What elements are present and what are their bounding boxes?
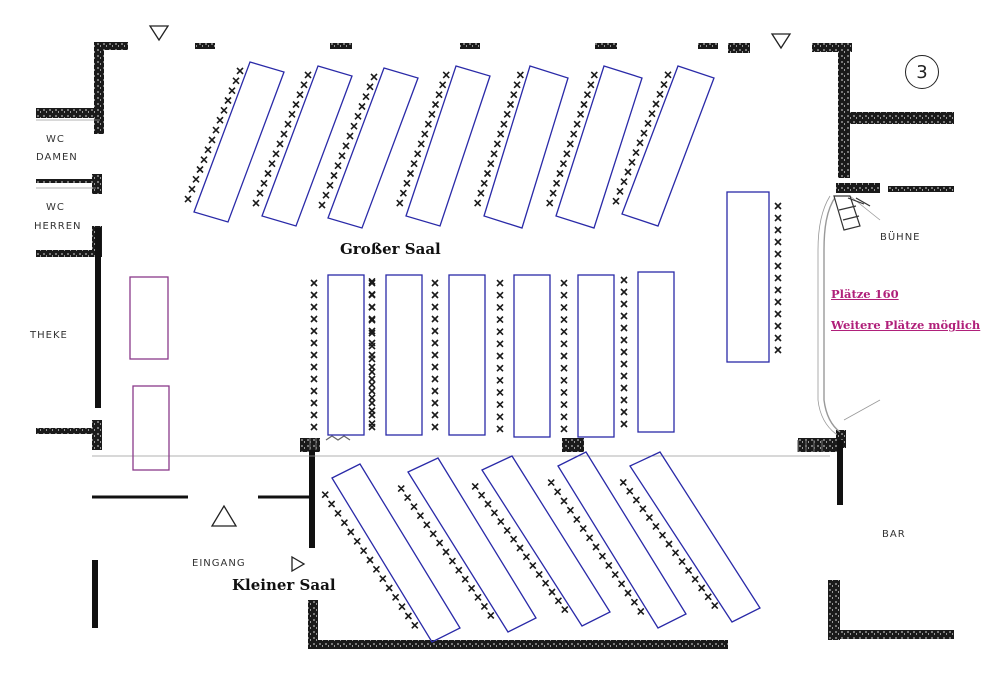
seat-row-top-1 <box>184 67 244 203</box>
bar-label: BAR <box>882 529 906 540</box>
table-bottom-1 <box>331 463 461 643</box>
wc-herren-label-1: WC <box>46 202 65 213</box>
arrow-right-icon <box>291 555 306 573</box>
wall-top-left <box>94 42 128 50</box>
table-top-5 <box>483 65 569 229</box>
wall-top-seg <box>595 43 617 49</box>
eingang-label: EINGANG <box>192 558 246 569</box>
seat-row-top-4 <box>396 71 450 207</box>
wall-wc-stub <box>92 174 102 194</box>
stage-edge-inner <box>817 195 837 435</box>
large-hall-title: Großer Saal <box>340 240 441 258</box>
table-middle-4 <box>513 274 551 438</box>
table-top-7 <box>621 65 715 227</box>
table-middle-2 <box>385 274 423 436</box>
seat-row-bottom-1 <box>321 491 419 629</box>
seat-row-bottom-4 <box>547 479 645 615</box>
wall-top-seg <box>330 43 352 49</box>
seat-row-top-6 <box>546 71 598 207</box>
table-bottom-4 <box>557 451 687 629</box>
seats <box>184 67 782 629</box>
walls <box>36 42 954 649</box>
seat-row-right <box>774 202 782 354</box>
wall-left-upper <box>94 42 104 134</box>
wall-right-shelf <box>838 112 954 124</box>
seat-row-middle-1 <box>310 279 318 431</box>
seat-row-top-5 <box>474 71 524 207</box>
theke-label: THEKE <box>30 330 68 341</box>
thick-lines <box>92 228 843 628</box>
wall-right-bottom2 <box>828 630 954 639</box>
wall-top-seg <box>698 43 718 49</box>
table-top-2 <box>261 65 353 227</box>
seat-row-bottom-2 <box>397 484 495 620</box>
wall-bottom <box>308 640 728 649</box>
seat-row-bottom-5 <box>619 478 719 610</box>
wall-theke-bottom <box>36 428 98 434</box>
table-top-3 <box>327 67 419 229</box>
seat-row-top-3 <box>318 73 378 209</box>
wall-right-stage-top2 <box>888 186 954 192</box>
wc-damen-label-1: WC <box>46 134 65 145</box>
table-bottom-5 <box>629 451 761 623</box>
seat-row-middle-extra <box>368 277 376 428</box>
table-middle-3 <box>448 274 486 436</box>
page-number-badge: 3 <box>905 55 939 89</box>
table-middle-5 <box>577 274 615 438</box>
wall-right-upper <box>838 43 850 178</box>
wall-right-bottom <box>828 580 840 640</box>
wall-bottom-left-post <box>308 600 318 646</box>
table-top-4 <box>405 65 491 227</box>
tables <box>193 61 770 643</box>
wall-wc-divider <box>36 179 100 183</box>
table-top-1 <box>193 61 285 223</box>
capacity-seats-link[interactable]: Plätze 160 <box>831 287 899 301</box>
buehne-label: BÜHNE <box>880 232 921 243</box>
seat-row-middle-3 <box>431 279 439 431</box>
direction-markers <box>148 25 792 573</box>
stage-edge <box>823 195 841 433</box>
wall-middle-stub3 <box>798 438 838 452</box>
seat-row-top-2 <box>252 71 312 207</box>
table-middle-6 <box>637 271 675 433</box>
wc-damen-label-2: DAMEN <box>36 152 78 163</box>
wall-middle-stub2 <box>562 438 584 452</box>
wall-top-right <box>812 43 852 52</box>
arrow-top-right-icon <box>770 33 792 50</box>
seat-row-middle-5 <box>560 279 568 433</box>
wall-top-seg <box>460 43 480 49</box>
seat-row-middle-4 <box>496 279 504 433</box>
table-bottom-3 <box>481 455 611 627</box>
wall-wc-damen-top <box>36 108 104 118</box>
wall-right-lower-post <box>836 430 846 448</box>
seat-row-bottom-3 <box>471 482 569 614</box>
entrance-triangle-icon <box>210 504 238 527</box>
stage-steps <box>833 195 871 231</box>
table-right <box>726 191 770 363</box>
table-bottom-2 <box>407 457 537 633</box>
wall-right-stage-top <box>836 183 880 193</box>
seat-row-middle-6 <box>620 276 628 428</box>
wall-stubs <box>309 435 823 452</box>
table-top-6 <box>555 65 643 229</box>
wall-wc-herren-bottom <box>36 250 102 257</box>
stage-diag <box>843 399 881 421</box>
theke-table-upper <box>129 276 169 360</box>
small-hall-title: Kleiner Saal <box>232 576 336 594</box>
table-middle-1 <box>327 274 365 436</box>
theke-table-lower <box>132 385 170 471</box>
wc-herren-label-2: HERREN <box>34 221 82 232</box>
arrow-top-left-icon <box>148 25 170 42</box>
wall-theke-stub <box>92 420 102 450</box>
wall-top-seg <box>195 43 215 49</box>
capacity-more-link[interactable]: Weitere Plätze möglich <box>831 318 981 332</box>
wall-top-seg <box>728 43 750 53</box>
seat-row-top-7 <box>612 71 672 205</box>
